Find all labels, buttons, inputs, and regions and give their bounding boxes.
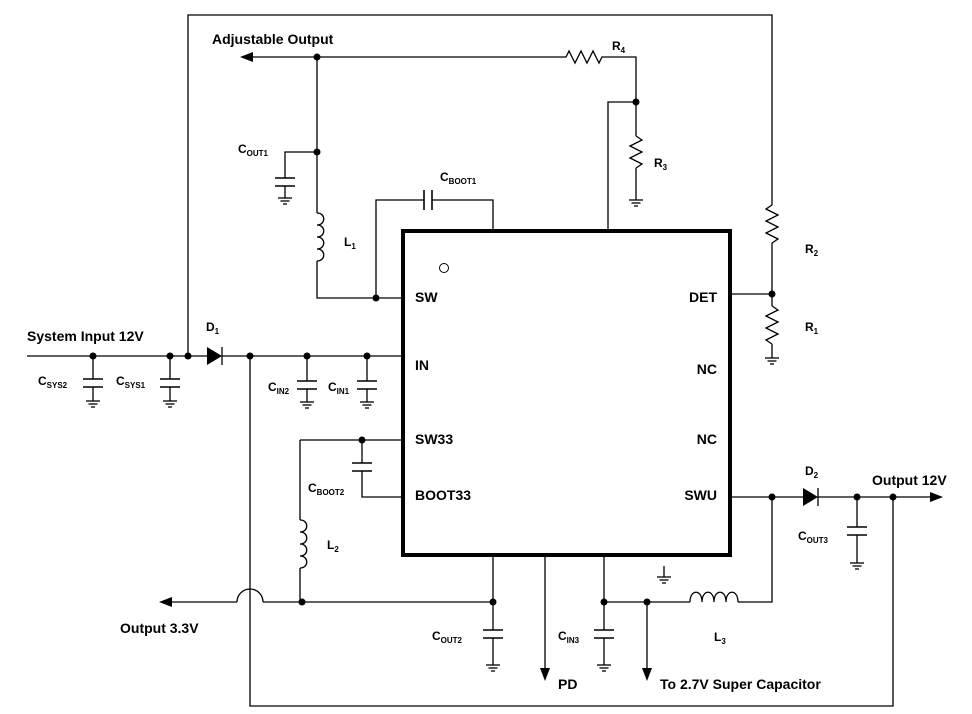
pin-sw33: SW33 [415,431,453,447]
super-cap-arrow [642,668,652,681]
pd-arrow [540,668,550,681]
ref-r4: R4 [612,39,626,55]
ground-icon [849,562,865,570]
ref-r1: R1 [805,320,819,336]
diode-d2 [803,488,818,506]
bottom-loop-wire [249,497,894,707]
ref-l1: L1 [344,235,356,251]
wire-crossover [236,588,264,603]
ref-cout2: COUT2 [432,629,463,645]
resistor-r1 [764,305,780,345]
ground-icon [85,400,101,408]
super-cap-label: To 2.7V Super Capacitor [660,676,821,692]
output-12v-arrow [930,492,943,502]
ref-cboot2: CBOOT2 [308,481,345,497]
pin1-marker [439,263,449,273]
inductor-l2 [299,519,308,569]
ref-cout1: COUT1 [238,142,269,158]
resistor-r4 [560,49,608,65]
pd-label: PD [558,676,577,692]
pin-nc-2: NC [697,431,717,447]
ref-d2: D2 [805,464,819,480]
pin-det: DET [689,289,717,305]
ground-icon [299,401,315,409]
ground-icon [162,400,178,408]
ref-l2: L2 [327,538,339,554]
pin-nc-1: NC [697,361,717,377]
output-12v-label: Output 12V [872,472,947,488]
ref-l3: L3 [714,630,726,646]
adjustable-output-arrow [240,52,253,62]
ground-icon [485,664,501,672]
diode-d1 [207,347,222,365]
inductor-l1 [316,212,325,262]
ref-csys1: CSYS1 [116,374,146,390]
pin-in: IN [415,357,429,373]
feedback-wire-top [187,14,773,356]
ground-icon [596,664,612,672]
pin-boot33: BOOT33 [415,487,471,503]
ground-icon [764,357,780,365]
ground-icon [277,197,293,205]
adjustable-output-label: Adjustable Output [212,31,334,47]
ic-chip [401,229,732,557]
ref-cin3: CIN3 [558,629,580,645]
ref-d1: D1 [206,320,220,336]
pin-swu: SWU [684,487,717,503]
ref-cboot1: CBOOT1 [440,170,477,186]
ref-r3: R3 [654,156,668,172]
system-input-label: System Input 12V [27,328,144,344]
ground-icon [656,576,672,584]
ground-icon [359,401,375,409]
ref-cin2: CIN2 [268,380,290,396]
ref-csys2: CSYS2 [38,374,68,390]
ref-cout3: COUT3 [798,529,829,545]
ref-cin1: CIN1 [328,380,350,396]
resistor-r2 [764,204,780,244]
inductor-l3 [689,591,739,603]
pin-sw: SW [415,289,438,305]
ground-icon [628,199,644,207]
ref-r2: R2 [805,242,819,258]
output-3v3-arrow [159,597,172,607]
output-3v3-label: Output 3.3V [120,620,199,636]
resistor-r3 [628,135,644,169]
